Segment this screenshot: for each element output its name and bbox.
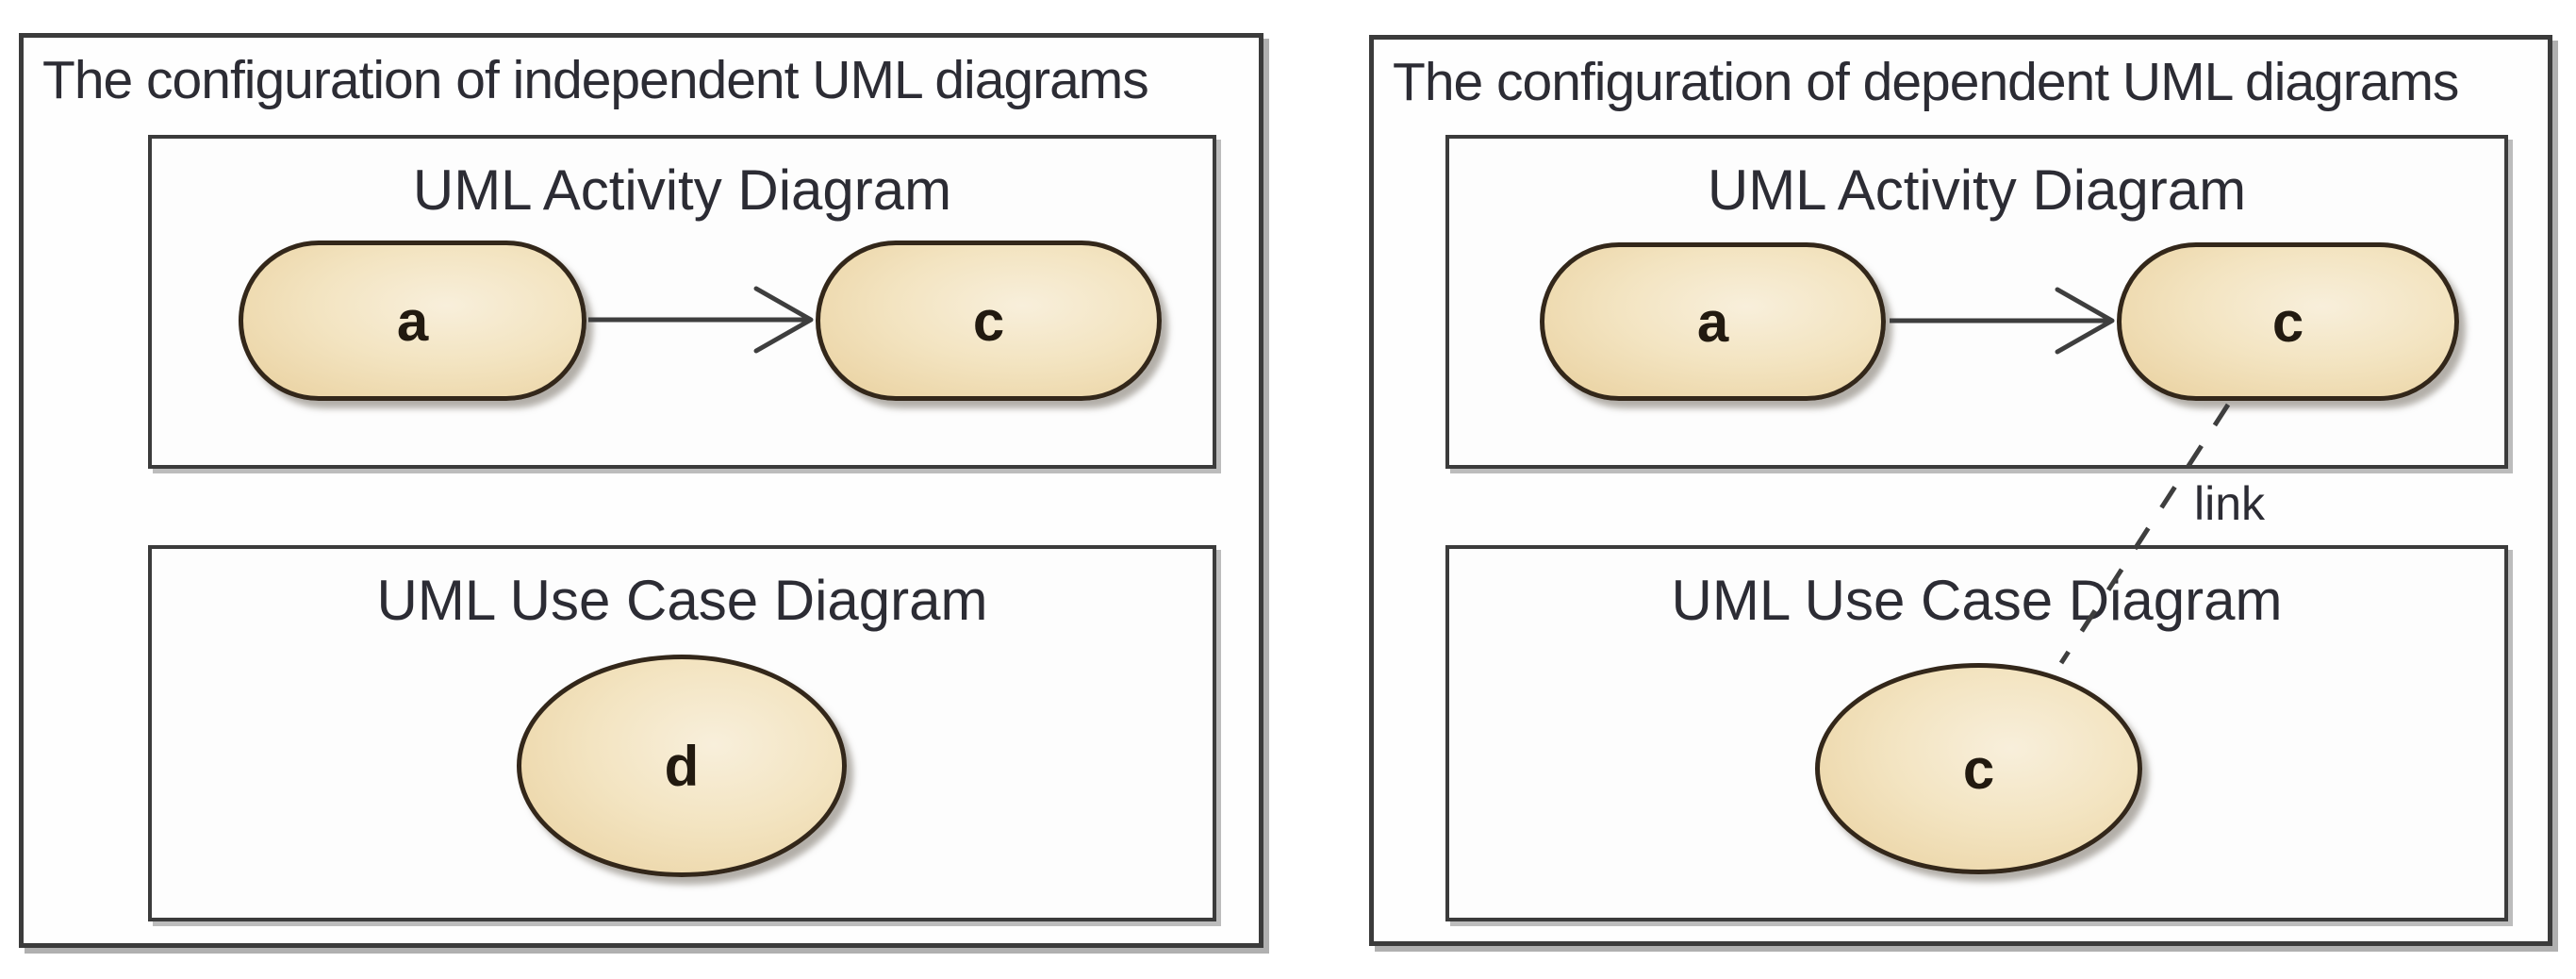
use-case-diagram-title: UML Use Case Diagram <box>1671 569 2283 632</box>
activity-diagram-box: UML Activity Diagram a c <box>148 135 1216 469</box>
use-case-node-c-label: c <box>1962 737 1995 801</box>
panel-dependent: The configuration of dependent UML diagr… <box>1369 35 2552 946</box>
activity-node-a-label: a <box>1696 290 1729 354</box>
use-case-diagram-box: UML Use Case Diagram c <box>1445 545 2508 921</box>
panel-dependent-title: The configuration of dependent UML diagr… <box>1393 52 2459 112</box>
activity-node-a-label: a <box>396 289 429 353</box>
activity-diagram-title: UML Activity Diagram <box>1707 158 2247 222</box>
activity-diagram-box: UML Activity Diagram a c <box>1445 135 2508 469</box>
activity-node-a: a <box>1540 242 1886 401</box>
activity-node-a: a <box>239 241 586 401</box>
use-case-node-d-label: d <box>664 734 700 798</box>
activity-node-c-label: c <box>972 289 1005 353</box>
activity-node-c: c <box>2117 242 2459 401</box>
use-case-diagram-title: UML Use Case Diagram <box>376 569 988 632</box>
use-case-diagram-box: UML Use Case Diagram d <box>148 545 1216 921</box>
use-case-node-c: c <box>1815 663 2142 874</box>
activity-node-c-label: c <box>2271 290 2304 354</box>
dependency-link-label: link <box>2194 477 2266 530</box>
panel-independent-title: The configuration of independent UML dia… <box>42 50 1149 110</box>
panel-independent: The configuration of independent UML dia… <box>19 33 1263 948</box>
activity-node-c: c <box>816 241 1162 401</box>
use-case-node-d: d <box>517 655 847 877</box>
activity-diagram-title: UML Activity Diagram <box>412 158 952 222</box>
